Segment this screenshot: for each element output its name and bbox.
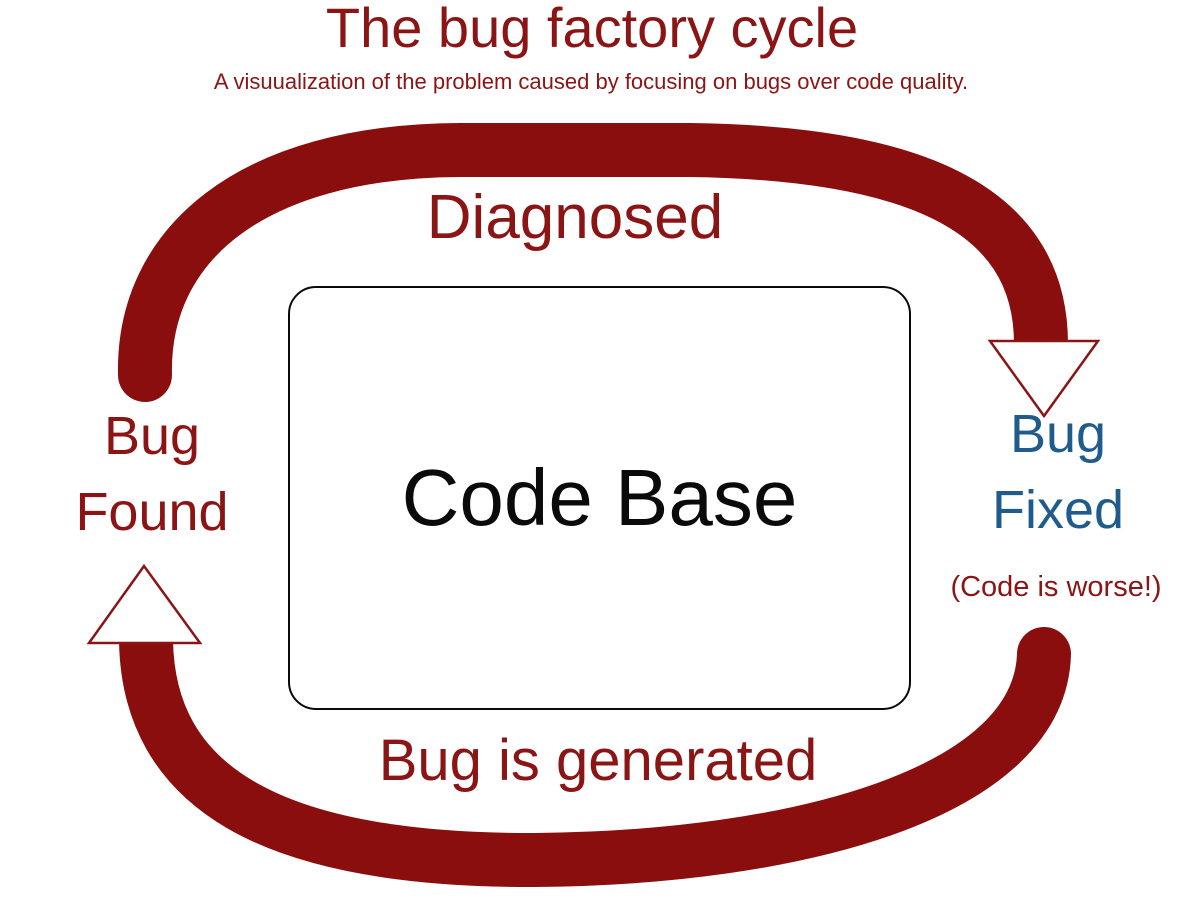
label-bug-fixed: Bug Fixed xyxy=(992,396,1124,548)
note-code-worse: (Code is worse!) xyxy=(950,571,1162,603)
label-bug-found-line2: Found xyxy=(75,482,229,542)
label-bug-found-line1: Bug xyxy=(103,406,201,466)
codebase-label: Code Base xyxy=(401,453,798,542)
page-title: The bug factory cycle xyxy=(325,0,859,59)
codebase-box: Code Base xyxy=(288,286,911,710)
arrow-down-icon xyxy=(987,339,1101,419)
label-bug-fixed-line2: Fixed xyxy=(991,480,1125,540)
cycle-arc-top xyxy=(117,123,1068,402)
arrow-up-icon xyxy=(86,563,203,645)
label-diagnosed: Diagnosed xyxy=(426,183,724,252)
label-bug-found: Bug Found xyxy=(75,398,228,550)
label-bug-fixed-line1: Bug xyxy=(1009,404,1107,464)
label-bug-generated: Bug is generated xyxy=(378,728,818,793)
page-subtitle: A visuualization of the problem caused b… xyxy=(213,69,969,94)
cycle-arc-bottom xyxy=(119,613,1071,888)
